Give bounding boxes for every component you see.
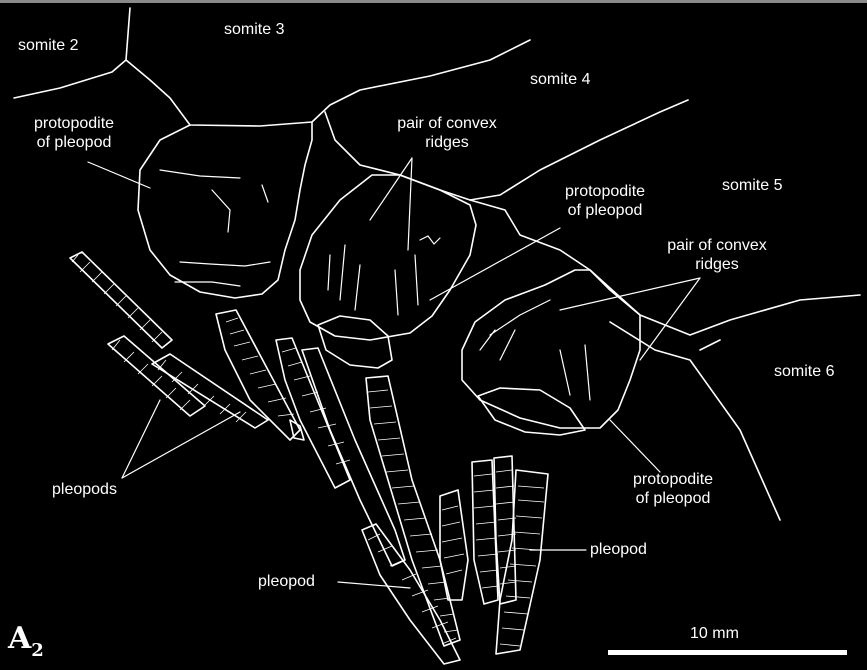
protopodite-right-outline [462,270,640,428]
panel-letter: A [8,621,31,656]
leader-protopodite-right [610,420,660,472]
scale-bar-label: 10 mm [690,625,739,643]
panel-subscript: 2 [31,640,44,661]
scale-bar [608,650,847,655]
label-somite-4: somite 4 [530,70,590,89]
leader-ridges-1a [370,158,412,220]
leader-pleopods-b [122,412,240,478]
label-pleopod-left: pleopod [258,572,315,591]
pleopods-right-group [472,456,548,654]
label-protopodite-middle-line2: of pleopod [546,201,664,220]
protopodite-middle-tip [318,316,392,368]
label-protopodite-middle: protopodite of pleopod [546,182,664,220]
label-protopodite-right-line1: protopodite [614,470,732,489]
pleopods-left-group [70,252,350,488]
label-protopodite-left-line1: protopodite [14,114,134,133]
label-ridges-lower-line2: ridges [648,255,786,274]
label-ridges-upper-line2: ridges [378,133,516,152]
leader-protopodite-middle [430,228,560,300]
label-ridges-lower: pair of convex ridges [648,236,786,274]
label-somite-2: somite 2 [18,36,78,55]
label-protopodite-right-line2: of pleopod [614,489,732,508]
pleopods-central-group [302,348,468,664]
label-ridges-lower-line1: pair of convex [648,236,786,255]
label-ridges-upper-line1: pair of convex [378,114,516,133]
label-somite-6: somite 6 [774,362,834,381]
panel-label: A2 [8,622,44,660]
leader-pleopod-left [338,582,410,588]
label-pleopods: pleopods [52,480,117,499]
leader-ridges-1b [408,158,412,250]
label-protopodite-right: protopodite of pleopod [614,470,732,508]
leader-pleopods-a [122,400,160,478]
label-somite-3: somite 3 [224,20,284,39]
label-protopodite-left: protopodite of pleopod [14,114,134,152]
label-pleopod-right: pleopod [590,540,647,559]
protopodite-left-outline [138,122,312,298]
label-protopodite-left-line2: of pleopod [14,133,134,152]
protopodite-middle-outline [300,175,476,340]
label-ridges-upper: pair of convex ridges [378,114,516,152]
label-protopodite-middle-line1: protopodite [546,182,664,201]
label-somite-5: somite 5 [722,176,782,195]
leader-protopodite-left [88,162,150,188]
